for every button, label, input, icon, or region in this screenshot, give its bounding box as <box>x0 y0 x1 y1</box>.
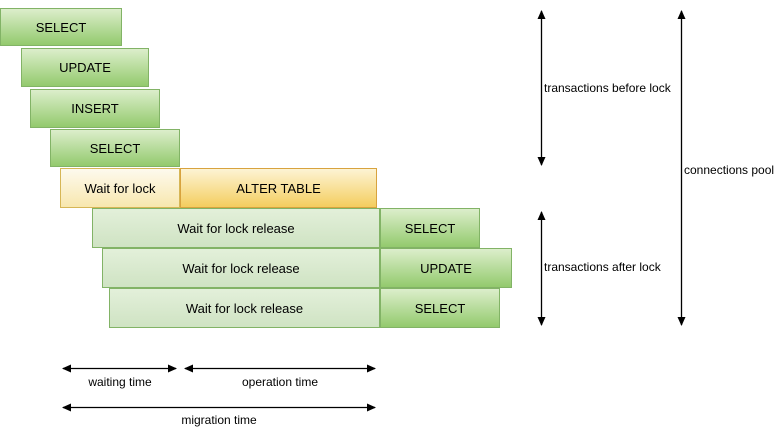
operation-time-label: operation time <box>241 375 319 389</box>
box-select-after-1: SELECT <box>380 208 480 248</box>
box-insert-before: INSERT <box>30 89 160 128</box>
box-update-before: UPDATE <box>21 48 149 87</box>
box-wait-for-lock: Wait for lock <box>60 168 180 208</box>
migration-time-label: migration time <box>181 413 257 427</box>
connections-pool-label: connections pool <box>684 163 775 177</box>
waiting-time-label: waiting time <box>88 375 152 389</box>
box-select-after-2: SELECT <box>380 288 500 328</box>
box-wait-release-1: Wait for lock release <box>92 208 380 248</box>
box-wait-release-2: Wait for lock release <box>102 248 380 288</box>
box-alter-table: ALTER TABLE <box>180 168 377 208</box>
box-update-after: UPDATE <box>380 248 512 288</box>
box-select-before-1: SELECT <box>0 8 122 46</box>
transactions-after-lock-label: transactions after lock <box>544 260 661 274</box>
box-select-before-2: SELECT <box>50 129 180 167</box>
box-wait-release-3: Wait for lock release <box>109 288 380 328</box>
transactions-before-lock-label: transactions before lock <box>544 81 671 95</box>
